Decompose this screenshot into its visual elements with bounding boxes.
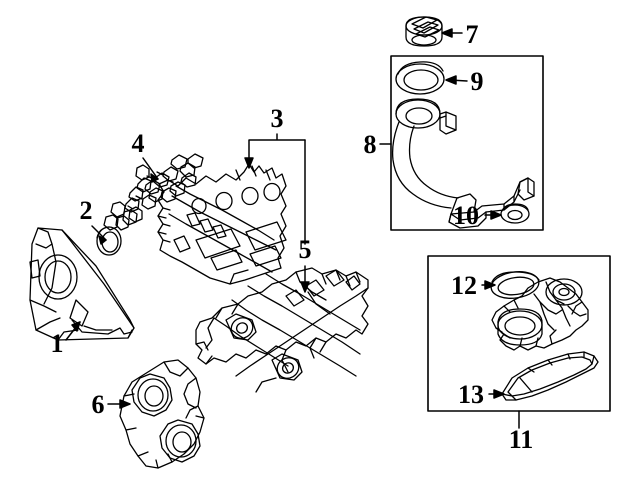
part-9-filler-neck-gasket	[395, 61, 445, 95]
callout-10: 10	[453, 201, 479, 230]
callout-7: 7	[466, 20, 479, 49]
callout-6: 6	[92, 390, 105, 419]
part-10-o-ring-seal	[500, 203, 530, 224]
part-7-oil-filler-cap	[405, 16, 443, 47]
part-6-bearing-housing	[119, 359, 205, 469]
part-1-timing-cover	[29, 227, 135, 341]
callout-5: 5	[299, 235, 312, 264]
callout-1: 1	[51, 329, 64, 358]
callout-12: 12	[451, 271, 477, 300]
callout-2: 2	[80, 196, 93, 225]
part-3-cylinder-head-plate	[157, 163, 287, 285]
leader-lines	[65, 28, 520, 429]
callout-8: 8	[364, 130, 377, 159]
part-13-separator-seal-gasket	[501, 351, 599, 401]
part-11-oil-separator-housing	[491, 277, 589, 351]
callout-13: 13	[458, 380, 484, 409]
part-5-valve-cover	[195, 267, 369, 393]
callout-4: 4	[132, 129, 145, 158]
part-8-oil-filler-neck	[391, 98, 535, 229]
group-box-8	[390, 55, 544, 231]
callout-3: 3	[271, 104, 284, 133]
callout-9: 9	[471, 67, 484, 96]
callout-11: 11	[509, 425, 534, 454]
